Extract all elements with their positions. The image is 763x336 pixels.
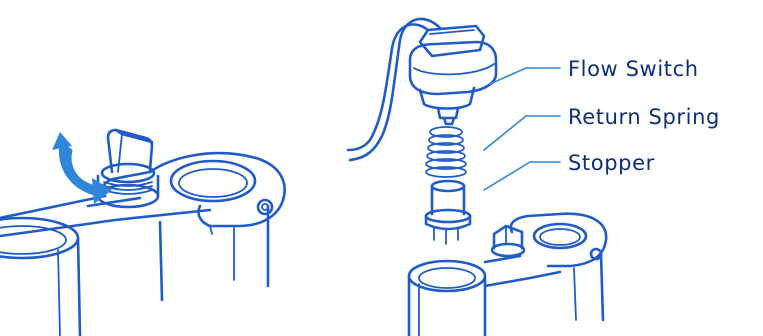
left-assembly <box>0 130 285 336</box>
right-bracket-arm <box>485 214 606 320</box>
return-spring-part <box>426 127 466 177</box>
left-body-edge-2 <box>160 222 162 300</box>
leader-stopper <box>484 162 560 190</box>
left-socket-ring <box>171 161 272 214</box>
leader-flow-switch <box>490 68 560 84</box>
leader-lines <box>484 68 560 190</box>
leader-return-spring <box>484 116 560 150</box>
rotate-arrow-icon <box>52 132 112 204</box>
right-pipe <box>409 261 485 336</box>
stopper-part <box>426 181 470 244</box>
flow-switch-part <box>410 26 496 124</box>
label-flow-switch: Flow Switch <box>568 57 699 81</box>
left-cylinder <box>0 218 80 336</box>
left-port-knob <box>98 130 158 207</box>
label-stopper: Stopper <box>568 151 655 175</box>
label-return-spring: Return Spring <box>568 105 720 129</box>
